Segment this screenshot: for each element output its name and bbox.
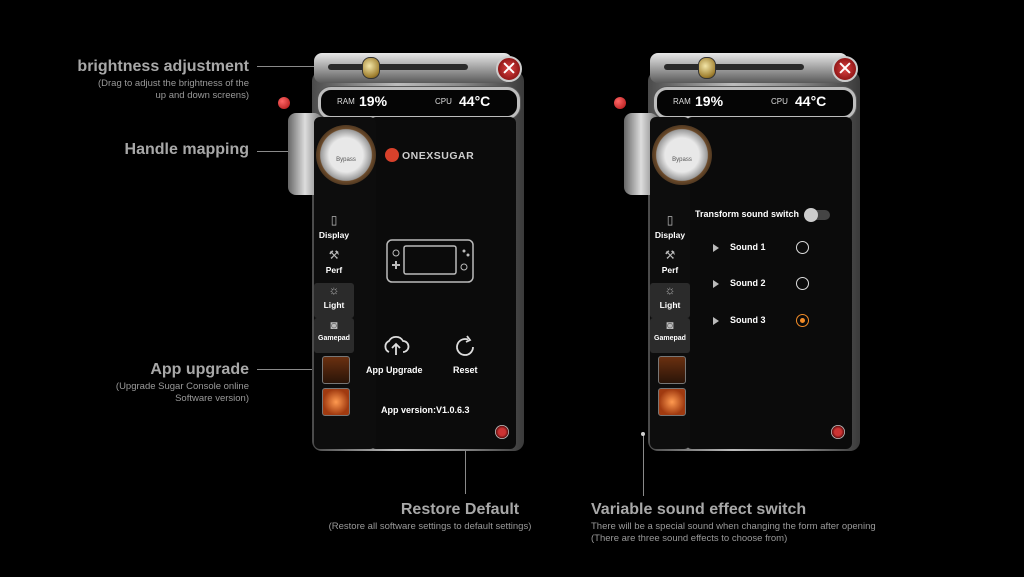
device-right: RAM 19% CPU 44°C Bypass ▯ Display ⚒ Perf… (614, 53, 860, 453)
sound-1-radio[interactable] (796, 241, 809, 254)
gamepad-icon: ◙ (666, 318, 674, 332)
bypass-label: Bypass (672, 157, 692, 163)
sound-2-radio[interactable] (796, 277, 809, 290)
close-icon[interactable] (832, 56, 858, 82)
sound-option-label: Sound 2 (730, 278, 766, 288)
transform-sound-switch-label: Transform sound switch (695, 209, 800, 219)
sidebar-item-label: Display (318, 230, 350, 240)
light-icon: ☼ (328, 283, 340, 297)
top-bar (314, 53, 522, 83)
upgrade-annotation-sub: (Upgrade Sugar Console online Software v… (116, 381, 249, 405)
hardware-button-light-icon[interactable] (322, 388, 350, 416)
status-bar: RAM 19% CPU 44°C (654, 87, 856, 119)
handle-annotation-title: Handle mapping (124, 141, 249, 158)
sound-leader-line (643, 434, 644, 496)
sound-annotation-title: Variable sound effect switch (591, 501, 807, 518)
sidebar-item-label: Perf (325, 265, 343, 275)
sound-annotation-sub: There will be a special sound when chang… (591, 521, 876, 545)
hardware-button-warning-icon[interactable] (322, 356, 350, 384)
perf-icon: ⚒ (664, 248, 676, 262)
brightness-slider-track[interactable] (328, 64, 468, 70)
device-left: RAM 19% CPU 44°C Bypass ONEXSUGAR ▯ Disp… (278, 53, 524, 453)
brightness-leader-line (257, 66, 317, 67)
sidebar-item-light[interactable]: ☼ Light (314, 283, 354, 318)
sidebar: ▯ Display ⚒ Perf ☼ Light ◙ Gamepad (314, 213, 354, 353)
app-version: App version:V1.0.6.3 (381, 405, 470, 415)
brightness-annotation-line1: (Drag to adjust the brightness of the (97, 78, 249, 89)
handheld-device-icon (386, 239, 474, 283)
sound-annotation-line1: There will be a special sound when chang… (591, 521, 876, 532)
sound-annotation-line2: (There are three sound effects to choose… (591, 533, 788, 544)
ram-value: 19% (359, 93, 388, 109)
perf-icon: ⚒ (328, 248, 340, 262)
sidebar-item-perf[interactable]: ⚒ Perf (314, 248, 354, 283)
upgrade-annotation-line2: Software version) (175, 393, 249, 404)
play-icon[interactable] (713, 317, 719, 325)
sidebar-item-label: Display (654, 230, 686, 240)
close-icon[interactable] (496, 56, 522, 82)
sidebar-item-gamepad[interactable]: ◙ Gamepad (650, 318, 690, 353)
brand-name: ONEXSUGAR (402, 150, 475, 162)
cpu-label: CPU (435, 97, 452, 106)
handle-red-knob[interactable] (614, 97, 626, 109)
status-bar: RAM 19% CPU 44°C (318, 87, 520, 119)
handle-leader-line (257, 151, 289, 152)
screen-left (370, 117, 516, 449)
sidebar-item-display[interactable]: ▯ Display (650, 213, 690, 248)
brightness-annotation-line2: up and down screens) (155, 90, 249, 101)
restore-annotation-title: Restore Default (400, 501, 520, 518)
light-icon: ☼ (664, 283, 676, 297)
brightness-slider-track[interactable] (664, 64, 804, 70)
ram-label: RAM (673, 97, 691, 106)
sound-option-label: Sound 3 (730, 315, 766, 325)
hardware-button-warning-icon[interactable] (658, 356, 686, 384)
reset-icon[interactable] (453, 335, 477, 359)
sound-3-radio[interactable] (796, 314, 809, 327)
cpu-label: CPU (771, 97, 788, 106)
bypass-label: Bypass (336, 157, 356, 163)
display-icon: ▯ (666, 213, 674, 227)
cloud-upload-icon[interactable] (382, 333, 410, 357)
sidebar-item-label: Light (659, 300, 681, 310)
play-icon[interactable] (713, 280, 719, 288)
play-icon[interactable] (713, 244, 719, 252)
sound-option-label: Sound 1 (730, 242, 766, 252)
app-upgrade-button[interactable]: App Upgrade (366, 365, 423, 375)
handle-red-knob[interactable] (278, 97, 290, 109)
sidebar-item-light[interactable]: ☼ Light (650, 283, 690, 318)
sidebar-item-label: Perf (661, 265, 679, 275)
sidebar-item-gamepad[interactable]: ◙ Gamepad (314, 318, 354, 353)
sidebar-item-perf[interactable]: ⚒ Perf (650, 248, 690, 283)
top-bar (650, 53, 858, 83)
hardware-button-light-icon[interactable] (658, 388, 686, 416)
sidebar-item-label: Gamepad (318, 335, 350, 342)
brightness-slider-knob[interactable] (698, 57, 716, 79)
sidebar: ▯ Display ⚒ Perf ☼ Light ◙ Gamepad (650, 213, 690, 353)
gamepad-icon: ◙ (330, 318, 338, 332)
sidebar-item-label: Light (323, 300, 345, 310)
restore-annotation-sub: (Restore all software settings to defaul… (328, 521, 532, 532)
brand-logo-icon (385, 148, 399, 162)
upgrade-leader-line (257, 369, 317, 370)
upgrade-annotation-title: App upgrade (150, 361, 249, 378)
ram-value: 19% (695, 93, 724, 109)
sidebar-item-display[interactable]: ▯ Display (314, 213, 354, 248)
sidebar-item-label: Gamepad (654, 335, 686, 342)
sound-leader-dot (641, 432, 645, 436)
brightness-annotation-sub: (Drag to adjust the brightness of the up… (98, 78, 249, 102)
corner-record-icon[interactable] (831, 425, 845, 439)
brightness-annotation-title: brightness adjustment (77, 58, 249, 75)
bypass-wheel[interactable]: Bypass (316, 125, 376, 185)
reset-button[interactable]: Reset (453, 365, 478, 375)
brightness-slider-knob[interactable] (362, 57, 380, 79)
bypass-wheel[interactable]: Bypass (652, 125, 712, 185)
ram-label: RAM (337, 97, 355, 106)
screen-right (686, 117, 852, 449)
display-icon: ▯ (330, 213, 338, 227)
upgrade-annotation-line1: (Upgrade Sugar Console online (115, 381, 249, 392)
transform-sound-switch[interactable] (804, 208, 830, 222)
cpu-value: 44°C (459, 93, 491, 109)
corner-record-icon[interactable] (495, 425, 509, 439)
cpu-value: 44°C (795, 93, 827, 109)
